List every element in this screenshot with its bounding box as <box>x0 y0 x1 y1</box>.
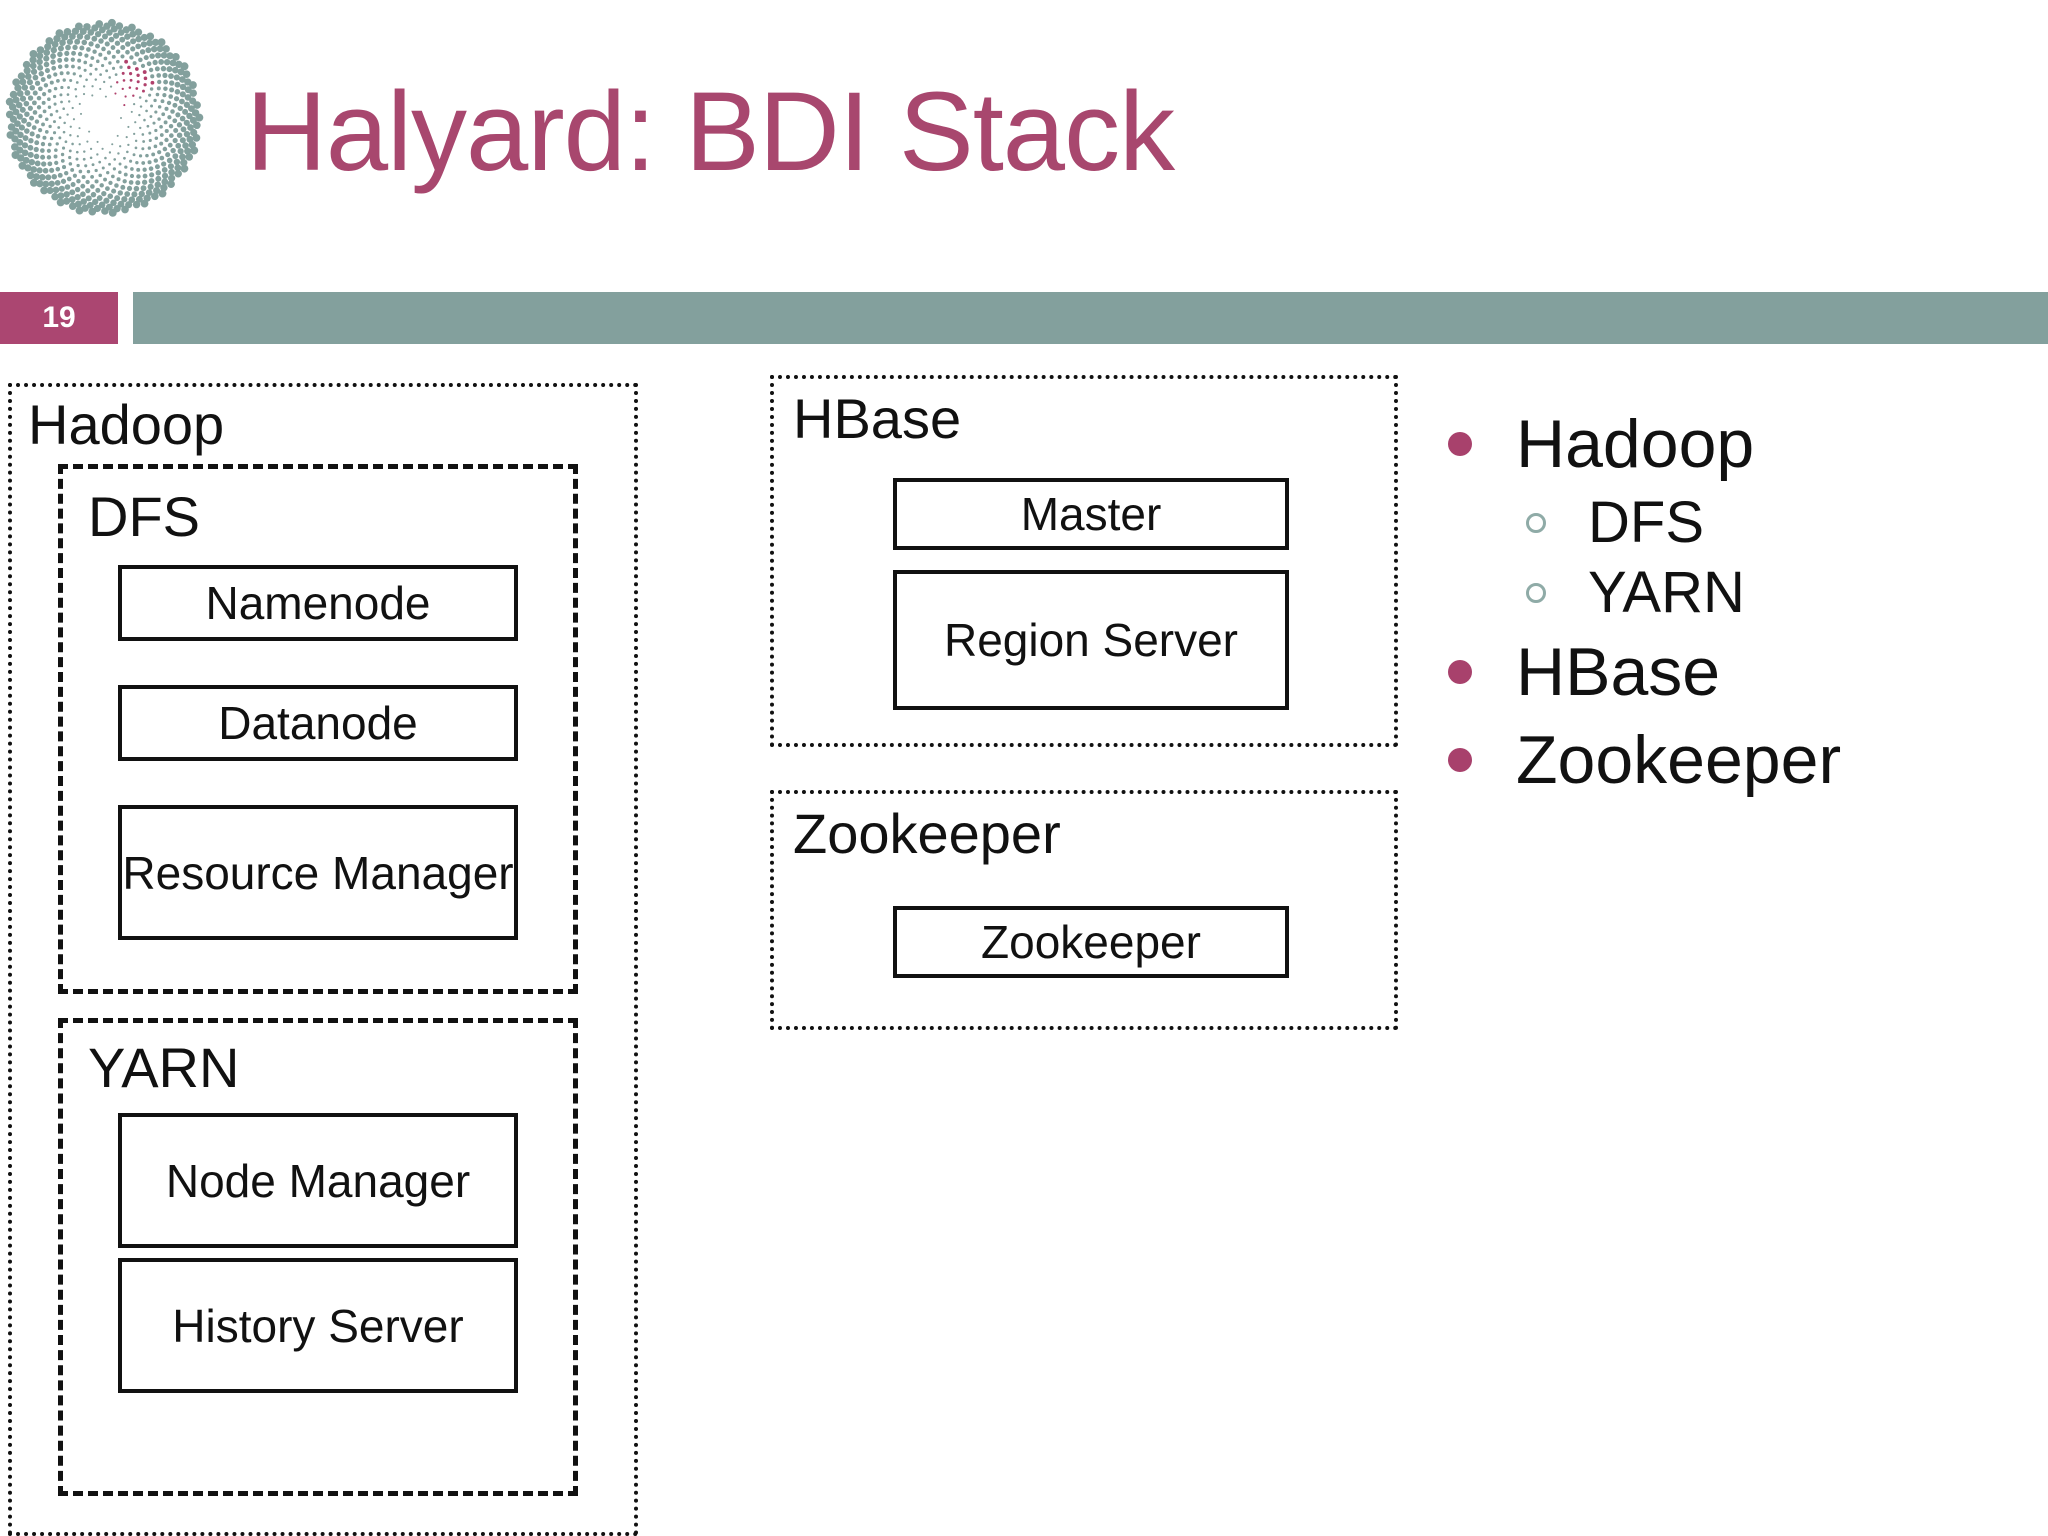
bullet-dot-icon <box>1448 748 1472 772</box>
group-yarn-label: YARN <box>88 1036 240 1099</box>
list-item[interactable]: Hadoop <box>1448 400 2038 488</box>
header-accent-bar <box>133 292 2048 344</box>
node-zookeeper[interactable]: Zookeeper <box>893 906 1289 978</box>
group-dfs-label: DFS <box>88 485 200 548</box>
group-zookeeper <box>770 790 1398 1030</box>
page-number-badge: 19 <box>0 292 118 344</box>
list-item[interactable]: HBase <box>1448 628 2038 716</box>
group-hbase-label: HBase <box>793 387 962 450</box>
node-node-manager[interactable]: Node Manager <box>118 1113 518 1248</box>
list-item-label: Zookeeper <box>1516 722 1842 798</box>
node-region-server[interactable]: Region Server <box>893 570 1289 710</box>
node-resource-manager[interactable]: Resource Manager <box>118 805 518 940</box>
page-title: Halyard: BDI Stack <box>246 69 1175 194</box>
list-item-label: HBase <box>1516 634 1721 710</box>
node-datanode[interactable]: Datanode <box>118 685 518 761</box>
list-item[interactable]: DFS <box>1448 488 2038 558</box>
group-hbase <box>770 375 1398 747</box>
group-dfs <box>58 464 578 994</box>
list-item-label: YARN <box>1588 560 1745 625</box>
list-item[interactable]: Zookeeper <box>1448 716 2038 804</box>
node-history-server[interactable]: History Server <box>118 1258 518 1393</box>
summary-bullet-list: Hadoop DFS YARN HBase Zookeeper <box>1448 400 2038 804</box>
node-namenode[interactable]: Namenode <box>118 565 518 641</box>
list-item[interactable]: YARN <box>1448 558 2038 628</box>
node-master[interactable]: Master <box>893 478 1289 550</box>
slide-header: Halyard: BDI Stack <box>0 0 2048 280</box>
group-hadoop <box>8 383 638 1536</box>
group-yarn <box>58 1018 578 1496</box>
list-item-label: Hadoop <box>1516 406 1755 482</box>
page-number-band: 19 <box>0 292 2048 344</box>
group-hadoop-label: Hadoop <box>28 393 225 456</box>
bullet-dot-icon <box>1448 432 1472 456</box>
group-zookeeper-label: Zookeeper <box>793 802 1061 865</box>
bullet-dot-icon <box>1448 660 1472 684</box>
bullet-circle-icon <box>1526 583 1546 603</box>
bullet-circle-icon <box>1526 513 1546 533</box>
list-item-label: DFS <box>1588 490 1704 555</box>
halyard-spiral-logo-icon <box>4 18 204 218</box>
